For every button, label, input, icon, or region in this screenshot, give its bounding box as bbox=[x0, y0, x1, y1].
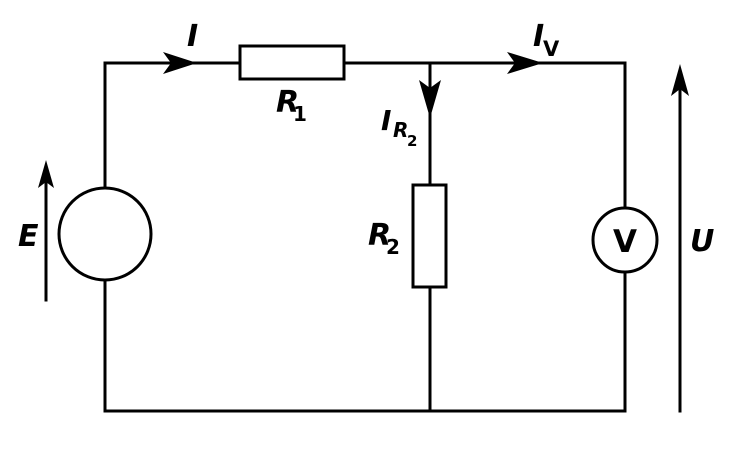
resistor-r2-label: R 2 bbox=[368, 218, 400, 259]
voltage-e-arrowhead bbox=[38, 160, 54, 188]
current-ir2-label: I R 2 bbox=[381, 104, 417, 150]
current-ir2-sub-symbol: R bbox=[393, 118, 408, 142]
resistor-r2-index: 2 bbox=[386, 235, 400, 259]
resistor-r2 bbox=[411, 183, 448, 289]
voltage-u-label: U bbox=[690, 224, 714, 259]
resistor-r1-symbol: R bbox=[276, 85, 299, 120]
voltage-u-arrowhead bbox=[671, 64, 689, 96]
resistor-r1-label: R 1 bbox=[276, 85, 307, 126]
voltmeter bbox=[591, 206, 659, 274]
voltage-source bbox=[57, 186, 153, 282]
current-iv-label: I V bbox=[533, 19, 560, 61]
current-ir2-symbol: I bbox=[381, 104, 391, 137]
current-ir2-sub-index: 2 bbox=[407, 132, 417, 150]
resistor-r1-index: 1 bbox=[293, 102, 307, 126]
current-i-label: I bbox=[187, 19, 198, 54]
resistor-r2-symbol: R bbox=[368, 218, 391, 253]
current-iv-symbol: I bbox=[533, 19, 544, 54]
current-ir2-arrow bbox=[419, 80, 441, 118]
current-iv-arrow bbox=[507, 52, 543, 74]
current-i-arrow bbox=[163, 52, 197, 74]
voltmeter-symbol: V bbox=[613, 224, 637, 260]
resistor-r1 bbox=[238, 44, 346, 81]
current-iv-index: V bbox=[543, 37, 560, 61]
voltage-e-label: E bbox=[18, 219, 39, 254]
wires bbox=[103, 61, 627, 413]
